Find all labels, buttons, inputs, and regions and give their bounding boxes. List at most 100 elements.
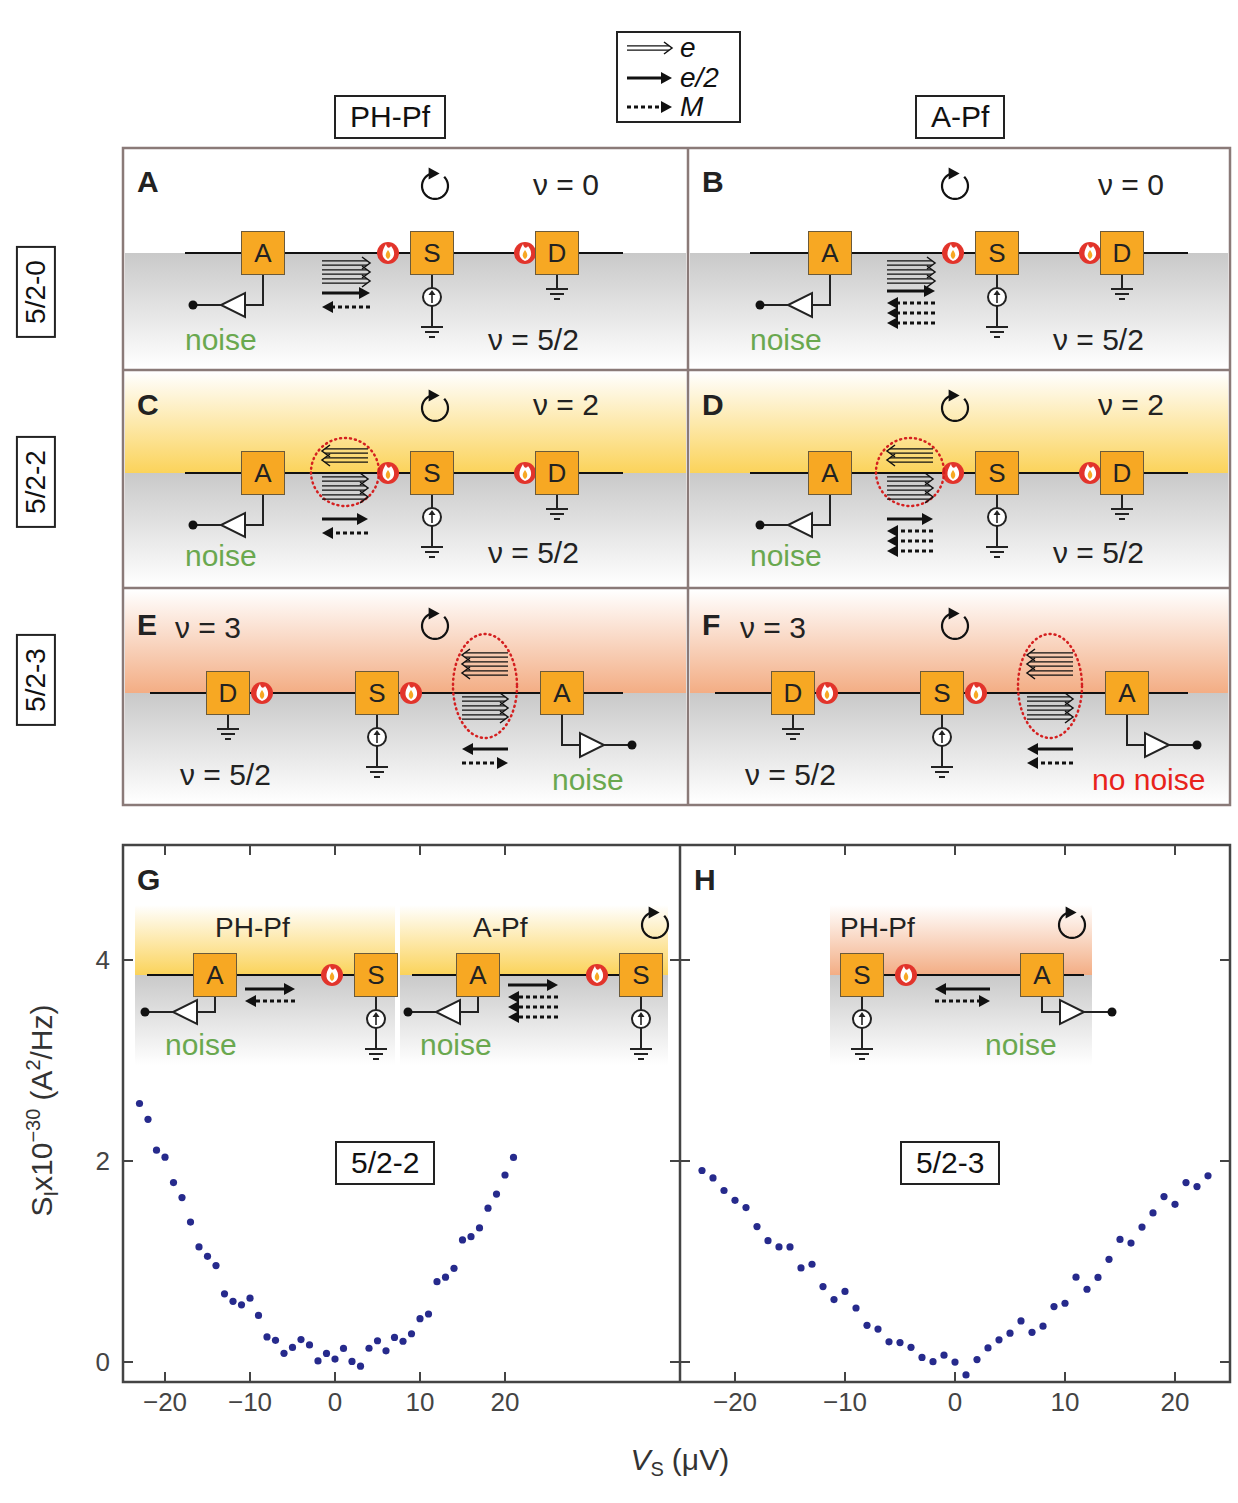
inset-title: PH-Pf: [215, 912, 290, 944]
electron-mode-arrow: [322, 283, 367, 284]
panel-frame: [123, 148, 1230, 805]
node-text: 5/2-3: [20, 648, 52, 712]
panel: [125, 590, 686, 803]
arrow-head: [322, 301, 333, 313]
filling-factor: ν = 2: [533, 388, 599, 422]
panel: [690, 590, 1228, 803]
node-text: S: [368, 678, 385, 709]
inset: [830, 905, 1117, 1065]
data-point: [246, 1295, 253, 1302]
panel-letter: H: [694, 863, 716, 897]
ground-symbol: [373, 1058, 379, 1060]
current-source: [367, 1010, 385, 1028]
arrow-head: [497, 757, 508, 769]
node-text: A: [553, 678, 570, 709]
ground-symbol: [630, 1048, 652, 1050]
inset: [400, 905, 668, 1065]
data-point: [1182, 1179, 1189, 1186]
chirality-arrow-head: [1066, 906, 1077, 918]
chirality-arrow-head: [429, 167, 440, 179]
electron-mode-arrow: [1027, 701, 1070, 702]
hot-spot: [816, 682, 838, 704]
node-text: S: [632, 960, 649, 991]
ground-symbol: [986, 546, 1008, 548]
ground-symbol: [550, 293, 564, 295]
wire: [245, 275, 263, 305]
electron-mode-arrow: [887, 283, 932, 284]
wire: [410, 1011, 436, 1013]
arrow-head: [322, 454, 330, 466]
amplifier-symbol: [788, 293, 812, 317]
wire: [996, 306, 998, 327]
axis-tick: [334, 1372, 336, 1382]
axis-title-part: x10: [25, 1142, 58, 1190]
arrow-head: [979, 995, 990, 1007]
axis-tick: [123, 1361, 133, 1363]
data-point: [484, 1205, 491, 1212]
ground-symbol: [935, 771, 949, 773]
axis-tick: [1220, 1361, 1230, 1363]
noise-note: noise: [165, 1028, 237, 1062]
data-point: [391, 1334, 398, 1341]
axis-title-part: (A: [25, 1070, 58, 1100]
axis-tick: [844, 845, 846, 855]
electron-mode-arrow: [325, 448, 368, 449]
wire: [604, 744, 630, 746]
wire: [1084, 1011, 1110, 1013]
filling-factor: ν = 5/2: [180, 758, 271, 792]
flame: [947, 244, 959, 261]
data-point: [280, 1350, 287, 1357]
data-point: [775, 1243, 782, 1250]
arrow-head: [664, 42, 672, 54]
hot-spot: [514, 462, 536, 484]
filling-factor: ν = 3: [740, 611, 806, 645]
electron-mode-arrow: [887, 274, 932, 275]
data-point: [348, 1358, 355, 1365]
ground-symbol: [786, 733, 800, 735]
data-point: [144, 1116, 151, 1123]
node-text: S: [988, 458, 1005, 489]
arrow-head: [925, 491, 933, 503]
dotted-ellipse: [453, 634, 517, 738]
node-text: A: [469, 960, 486, 991]
contact-box: S: [410, 451, 454, 495]
axis-tick: [123, 959, 133, 961]
wire: [996, 275, 998, 288]
noise-note: noise: [552, 763, 624, 797]
ground-symbol: [421, 326, 443, 328]
flame-core: [260, 690, 265, 699]
axis-tick: [734, 1372, 736, 1382]
terminal-dot: [1193, 741, 1202, 750]
chirality-arrow-head: [429, 607, 440, 619]
contact-box: A: [241, 451, 285, 495]
node-text: D: [1113, 458, 1132, 489]
contact-box: A: [540, 671, 584, 715]
data-point: [204, 1253, 211, 1260]
ground-symbol: [986, 326, 1008, 328]
majorana-mode-arrow: [896, 549, 933, 552]
arrow-head: [887, 535, 898, 547]
node-text: A-Pf: [931, 100, 989, 134]
arrow-head: [924, 285, 935, 297]
data-point: [187, 1219, 194, 1226]
half-charge-mode-arrow: [887, 289, 926, 292]
node-text: S: [988, 238, 1005, 269]
ground-symbol: [1111, 288, 1133, 290]
flame: [1084, 464, 1096, 481]
panel-letter: A: [137, 165, 159, 199]
hot-spot: [586, 964, 608, 986]
node-text: S: [423, 458, 440, 489]
data-point: [698, 1167, 705, 1174]
node-text: S: [367, 960, 384, 991]
source-arrow: [376, 734, 378, 743]
ground-symbol: [550, 513, 564, 515]
axis-tick: [1064, 1372, 1066, 1382]
noise-note: noise: [420, 1028, 492, 1062]
wire: [762, 304, 788, 306]
axis-title-part: I: [40, 1190, 62, 1196]
wire: [375, 997, 377, 1010]
axis-tick: [670, 959, 680, 961]
electron-mode-arrow: [887, 494, 930, 495]
electron-mode-arrow: [887, 490, 930, 491]
ground-symbol: [1115, 513, 1129, 515]
